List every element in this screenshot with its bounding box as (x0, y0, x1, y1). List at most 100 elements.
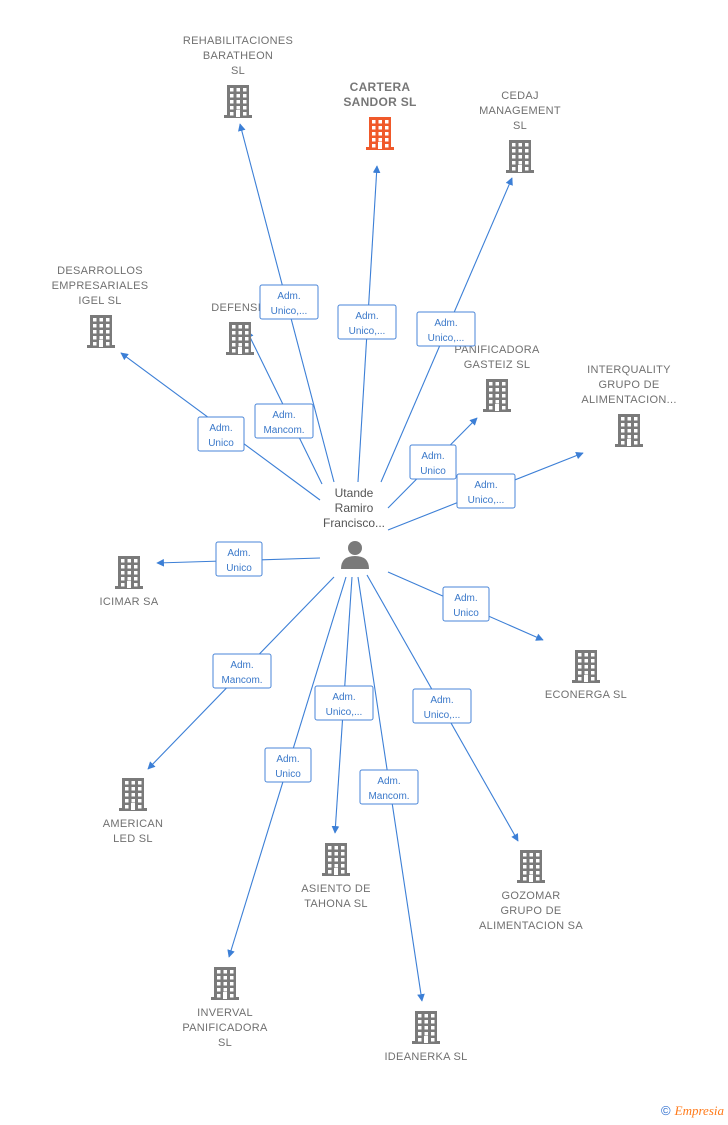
company-node-cedaj[interactable]: CEDAJ MANAGEMENT SL (479, 90, 561, 173)
role-badge-text: Mancom. (368, 791, 409, 802)
building-icon-window (529, 865, 533, 869)
company-label-line[interactable]: ICIMAR SA (100, 596, 159, 608)
company-label-line[interactable]: CARTERA (350, 80, 411, 94)
building-icon-window (502, 394, 506, 398)
person-name-line[interactable]: Utande (335, 486, 374, 500)
building-icon-window (634, 417, 638, 421)
company-node-gozomar[interactable]: GOZOMAR GRUPO DE ALIMENTACION SA (479, 850, 583, 932)
company-node-icimar[interactable]: ICIMAR SA (100, 556, 159, 608)
company-node-inverval[interactable]: INVERVAL PANIFICADORA SL (182, 967, 268, 1049)
role-badge-text: Adm. (277, 291, 300, 302)
company-label-line[interactable]: ECONERGA SL (545, 689, 627, 701)
building-icon-window (127, 577, 131, 581)
building-icon-window (245, 349, 249, 353)
building-icon-window (230, 106, 234, 110)
building-icon-window (138, 805, 142, 809)
company-node-panificadora-gasteiz[interactable]: PANIFICADORA GASTEIZ SL (454, 344, 540, 412)
building-icon-window (627, 429, 631, 433)
company-label-line[interactable]: ALIMENTACION SA (479, 920, 583, 932)
role-badge-box (416, 311, 476, 347)
role-badge-text: Adm. (332, 692, 355, 703)
company-label-line[interactable]: IGEL SL (78, 295, 121, 307)
company-label-line[interactable]: SL (513, 120, 527, 132)
company-label-line[interactable]: ALIMENTACION... (581, 394, 676, 406)
building-icon-window (525, 155, 529, 159)
company-label-line[interactable]: GASTEIZ SL (464, 359, 531, 371)
building-icon-window (125, 781, 129, 785)
company-node-american-led[interactable]: AMERICAN LED SL (103, 778, 163, 845)
role-badge-defensia: Adm.Mancom. (254, 403, 314, 439)
role-badge-box (254, 403, 314, 439)
person-name-line[interactable]: Francisco... (323, 516, 385, 530)
role-badge-box (337, 304, 397, 340)
building-icon-window (334, 846, 338, 850)
company-node-defensia[interactable]: DEFENSIA (211, 302, 269, 355)
building-icon (366, 117, 394, 150)
company-node-rehabilitaciones[interactable]: REHABILITACIONES BARATHEON SL (183, 35, 293, 118)
building-icon-window (385, 144, 389, 148)
building-icon-window (341, 870, 345, 874)
company-label-line[interactable]: INVERVAL (197, 1007, 253, 1019)
building-icon-window (489, 388, 493, 392)
building-icon-window (529, 859, 533, 863)
building-icon-window (529, 853, 533, 857)
building-icon-window (489, 394, 493, 398)
building-icon-window (236, 100, 240, 104)
building-icon-window (131, 793, 135, 797)
building-icon-window (245, 331, 249, 335)
role-badge-text: Adm. (434, 318, 457, 329)
company-label-line[interactable]: ASIENTO DE (301, 883, 370, 895)
company-label-line[interactable]: DEFENSIA (211, 302, 269, 314)
company-label-line[interactable]: GRUPO DE (598, 379, 659, 391)
building-icon-window (495, 382, 499, 386)
building-icon-window (106, 330, 110, 334)
company-label-line[interactable]: EMPRESARIALES (52, 280, 149, 292)
role-badge-box (259, 284, 319, 320)
building-icon-window (518, 149, 522, 153)
building-icon-window (591, 671, 595, 675)
building-icon-door (518, 165, 522, 172)
company-label-line[interactable]: LED SL (113, 833, 153, 845)
company-label-line[interactable]: IDEANERKA SL (384, 1051, 467, 1063)
role-badge-ideanerka: Adm.Mancom. (359, 769, 419, 805)
building-icon-window (230, 112, 234, 116)
role-badge-cartera-sandor: Adm.Unico,... (337, 304, 397, 340)
footer-brand[interactable]: ©Empresia (661, 1103, 724, 1119)
company-label-line[interactable]: GRUPO DE (500, 905, 561, 917)
company-label-line[interactable]: CEDAJ (501, 90, 539, 102)
company-label-line[interactable]: REHABILITACIONES (183, 35, 293, 47)
building-icon-window (334, 858, 338, 862)
company-node-desarrollos[interactable]: DESARROLLOS EMPRESARIALES IGEL SL (52, 265, 149, 348)
company-node-interquality[interactable]: INTERQUALITY GRUPO DE ALIMENTACION... (581, 364, 676, 447)
company-label-line[interactable]: GOZOMAR (502, 890, 561, 902)
person-name-line[interactable]: Ramiro (335, 501, 374, 515)
company-label-line[interactable]: SL (231, 65, 245, 77)
company-label-line[interactable]: INTERQUALITY (587, 364, 671, 376)
company-node-asiento-tahona[interactable]: ASIENTO DE TAHONA SL (301, 843, 370, 910)
company-node-econerga[interactable]: ECONERGA SL (545, 650, 627, 701)
building-icon-window (217, 976, 221, 980)
company-label-line[interactable]: PANIFICADORA (454, 344, 540, 356)
copyright-icon: © (661, 1103, 671, 1118)
person-node[interactable]: UtandeRamiroFrancisco... (323, 486, 385, 569)
building-icon-window (236, 106, 240, 110)
building-icon-window (125, 787, 129, 791)
company-label-line[interactable]: AMERICAN (103, 818, 163, 830)
company-node-ideanerka[interactable]: IDEANERKA SL (384, 1011, 467, 1063)
building-icon-window (134, 571, 138, 575)
company-label-line[interactable]: SANDOR SL (343, 95, 416, 109)
company-label-line[interactable]: BARATHEON (203, 50, 273, 62)
company-label-line[interactable]: TAHONA SL (304, 898, 368, 910)
building-icon-window (489, 382, 493, 386)
building-icon-window (328, 870, 332, 874)
building-icon-window (495, 394, 499, 398)
company-label-line[interactable]: PANIFICADORA (182, 1022, 268, 1034)
role-badge-text: Adm. (230, 660, 253, 671)
company-label-line[interactable]: DESARROLLOS (57, 265, 143, 277)
company-label-line[interactable]: MANAGEMENT (479, 105, 561, 117)
role-badge-rehabilitaciones: Adm.Unico,... (259, 284, 319, 320)
role-badge-asiento-tahona: Adm.Unico,... (314, 685, 374, 721)
company-label-line[interactable]: SL (218, 1037, 232, 1049)
